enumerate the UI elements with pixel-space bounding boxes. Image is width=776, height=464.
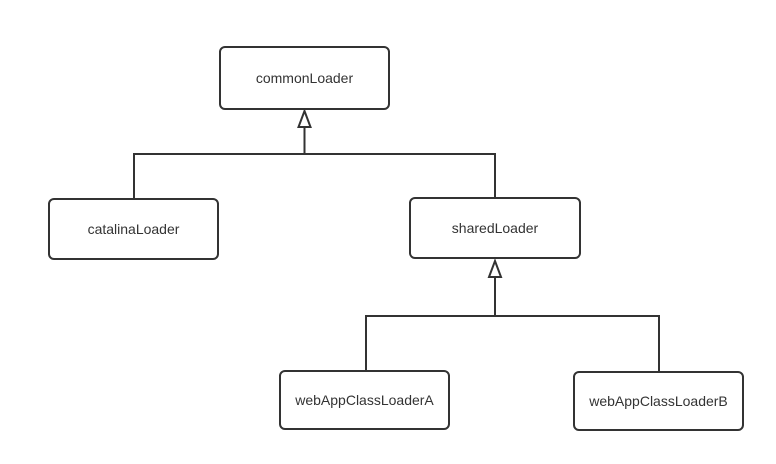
inheritance-arrowhead-common	[297, 108, 312, 128]
node-commonloader[interactable]: commonLoader	[219, 46, 390, 110]
edge-catalina-shared-to-common	[133, 153, 496, 198]
node-label: catalinaLoader	[87, 221, 180, 237]
node-label: webAppClassLoaderB	[589, 393, 728, 409]
inheritance-arrowhead-shared	[487, 258, 503, 278]
node-label: commonLoader	[255, 70, 354, 86]
node-catalinaloader[interactable]: catalinaLoader	[48, 198, 219, 260]
node-sharedloader[interactable]: sharedLoader	[409, 197, 581, 259]
edge-webapps-to-shared	[365, 315, 660, 371]
node-label: webAppClassLoaderA	[295, 392, 434, 408]
node-webappclassloadera[interactable]: webAppClassLoaderA	[279, 370, 450, 430]
node-webappclassloaderb[interactable]: webAppClassLoaderB	[573, 371, 744, 431]
node-label: sharedLoader	[451, 220, 539, 236]
